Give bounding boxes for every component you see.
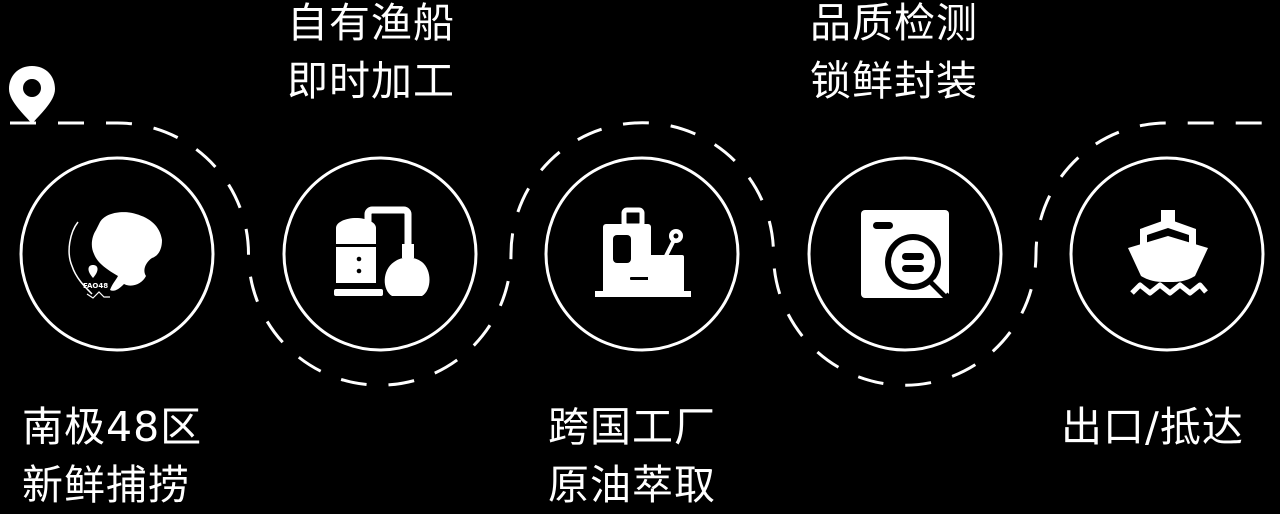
- ship-icon: [1128, 210, 1208, 296]
- step-label-inspection: 品质检测 锁鲜封装: [810, 0, 978, 110]
- step-circle-export: [1069, 156, 1265, 352]
- label-line: 跨国工厂: [548, 403, 716, 451]
- step-label-export: 出口/抵达: [1061, 398, 1244, 456]
- step-circle-extraction: [544, 156, 740, 352]
- step-label-extraction: 跨国工厂 原油萃取: [548, 398, 716, 514]
- step-circle-processing: [282, 156, 478, 352]
- factory-machine-icon: [595, 207, 691, 297]
- dashed-route-path: [10, 121, 1275, 387]
- label-line: 品质检测: [810, 0, 978, 47]
- label-line: 锁鲜封装: [810, 57, 978, 105]
- label-line: 南极48区: [22, 403, 203, 451]
- label-line: 自有渔船: [287, 0, 455, 47]
- step-label-catch: 南极48区 新鲜捕捞: [22, 398, 202, 514]
- quality-inspection-icon: [861, 210, 953, 303]
- location-pin-icon: [9, 66, 55, 124]
- label-line: 出口/抵达: [1061, 403, 1244, 451]
- label-line: 即时加工: [287, 57, 455, 105]
- label-line: 新鲜捕捞: [22, 461, 190, 509]
- fao48-map-label: FAO48: [83, 282, 108, 290]
- label-line: 原油萃取: [548, 461, 716, 509]
- step-circle-catch: [19, 156, 215, 352]
- distillery-icon: [334, 206, 430, 296]
- step-label-processing: 自有渔船 即时加工: [287, 0, 455, 110]
- step-circle-inspection: [807, 156, 1003, 352]
- antarctica-map-icon: FAO48: [68, 212, 162, 299]
